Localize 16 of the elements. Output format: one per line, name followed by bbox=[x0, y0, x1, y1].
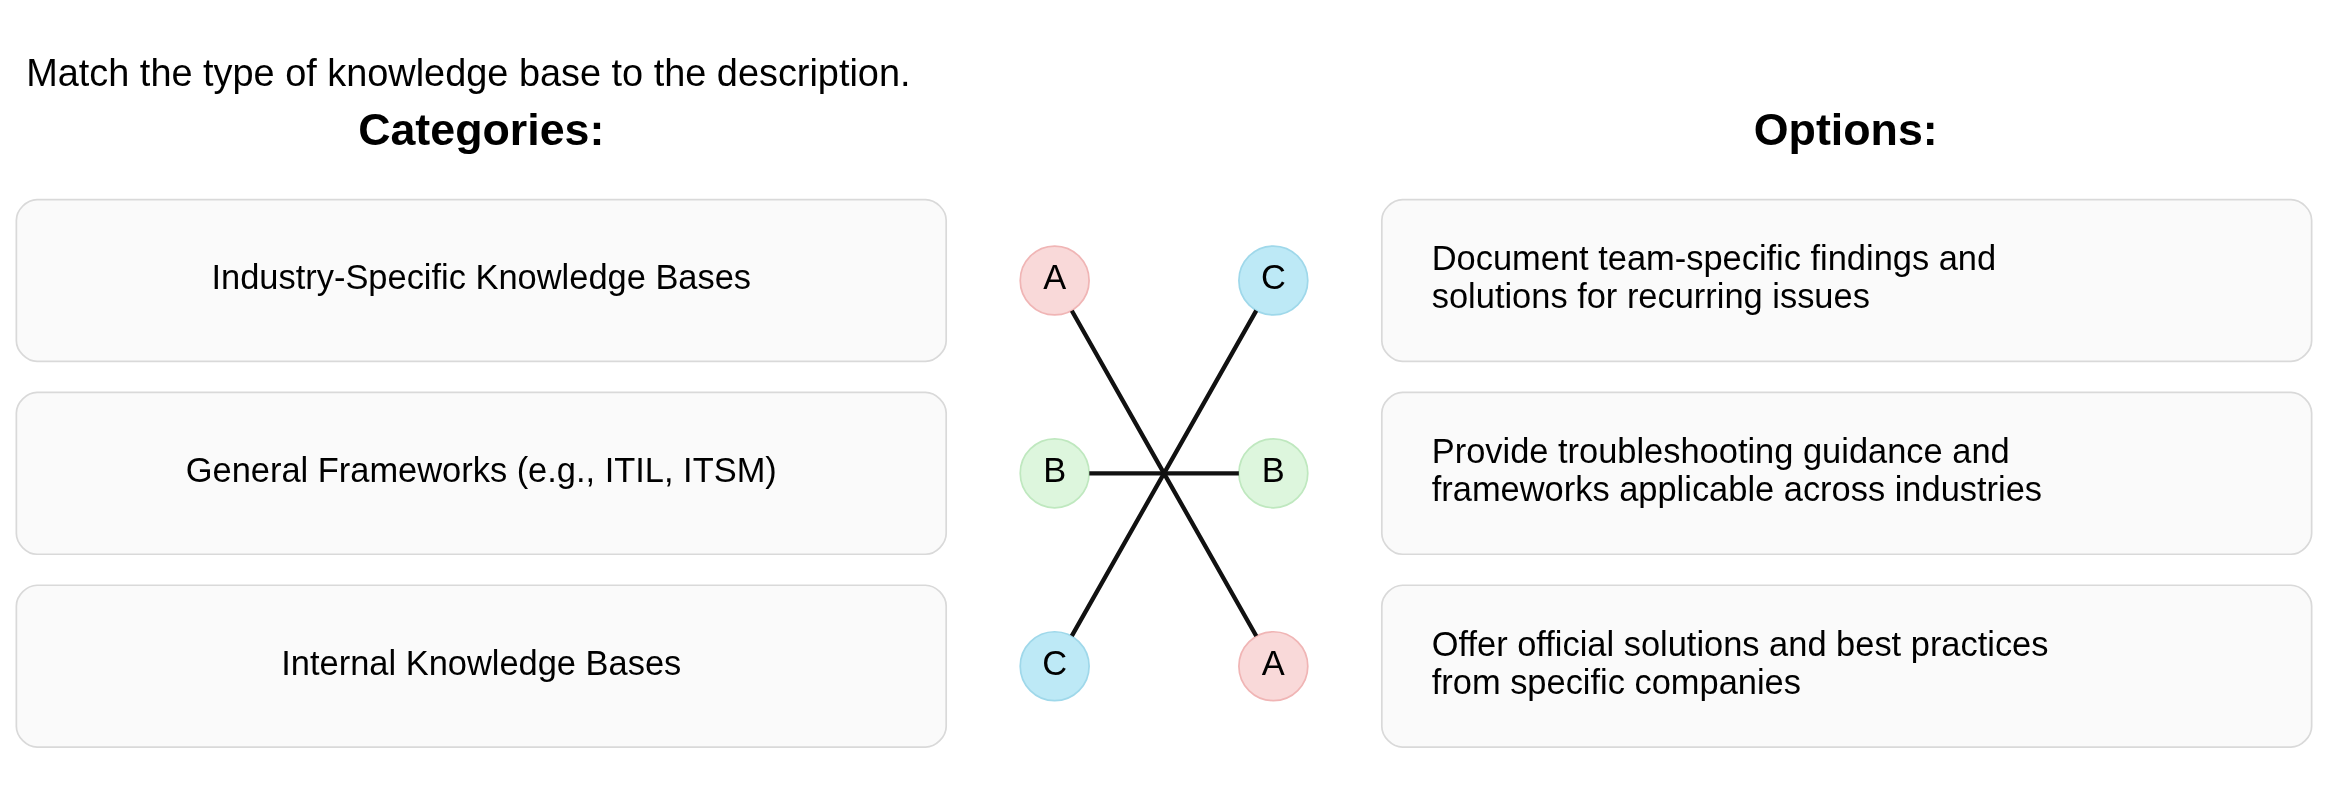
node-circle: B bbox=[1019, 438, 1090, 509]
node-circle: B bbox=[1238, 438, 1309, 509]
label: Options: bbox=[1753, 103, 1938, 154]
node-box: Offer official solutions and best practices from specific companies bbox=[1380, 584, 2313, 748]
node-circle: A bbox=[1019, 245, 1090, 316]
node-circle: C bbox=[1238, 245, 1309, 316]
node-box: Document team-specific findings and solutions for recurring issues bbox=[1380, 198, 2313, 363]
node-circle: A bbox=[1238, 630, 1309, 702]
node-box: Provide troubleshooting guidance and frameworks applicable across industries bbox=[1380, 391, 2313, 556]
connector bbox=[1089, 471, 1239, 476]
node-circle: C bbox=[1019, 630, 1090, 702]
diagram-title: Match the type of knowledge base to the description. bbox=[26, 52, 911, 95]
node-box: Industry-Specific Knowledge Bases bbox=[15, 198, 948, 363]
node-box: Internal Knowledge Bases bbox=[15, 584, 948, 748]
node-box: General Frameworks (e.g., ITIL, ITSM) bbox=[15, 391, 948, 556]
label: Categories: bbox=[358, 103, 605, 154]
